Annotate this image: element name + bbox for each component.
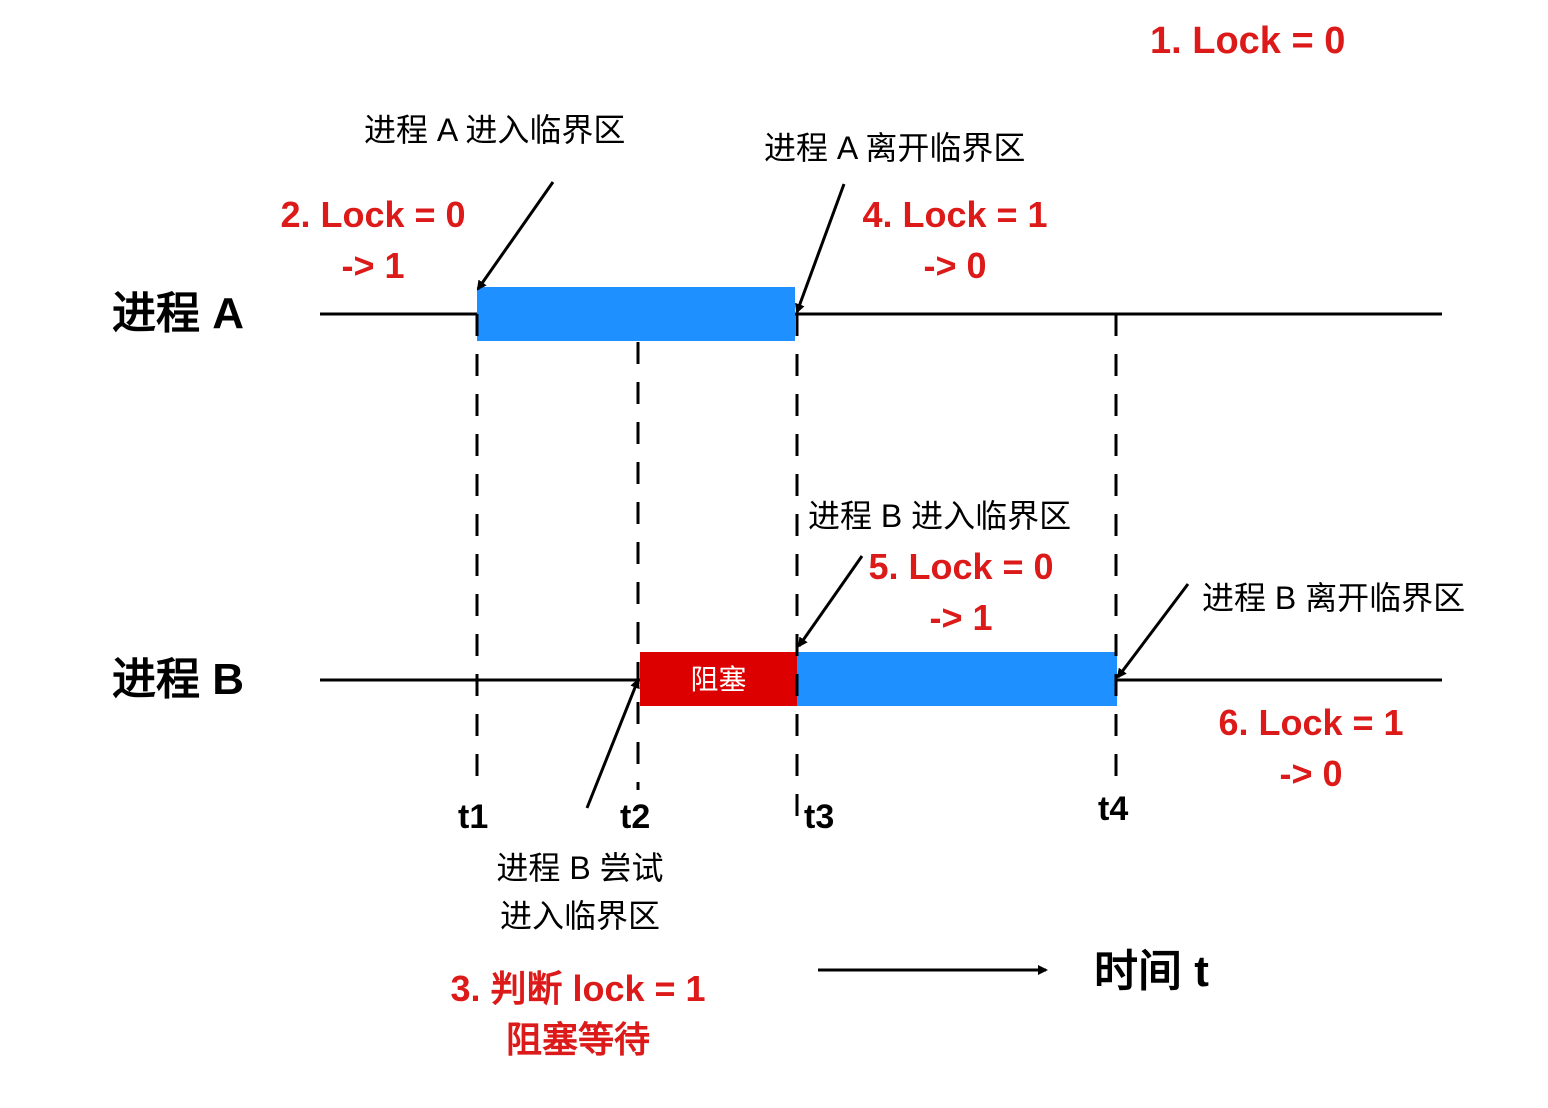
process-b-critical-section-bar	[797, 652, 1117, 706]
lock-step-3-line-2: 阻塞等待	[505, 1019, 650, 1060]
blocked-bar-label: 阻塞	[690, 664, 747, 695]
tick-t4: t4	[1098, 790, 1129, 828]
lock-step-3-line-1: 3. 判断 lock = 1	[450, 968, 706, 1009]
lock-step-4-line-2: -> 0	[923, 245, 987, 286]
lock-step-1: 1. Lock = 0	[1150, 20, 1346, 62]
lock-step-5-line-2: -> 1	[929, 597, 993, 638]
process-a-label: 进程 A	[112, 289, 244, 338]
lock-step-6: 6. Lock = 1 -> 0	[1200, 700, 1422, 796]
tick-t3: t3	[804, 798, 835, 836]
lock-step-4-line-1: 4. Lock = 1	[862, 194, 1048, 235]
process-a-enter-annotation: 进程 A 进入临界区	[364, 112, 626, 148]
b-enter-arrow	[797, 555, 864, 648]
process-b-label: 进程 B	[112, 655, 244, 704]
tick-t2: t2	[620, 798, 651, 836]
process-b-enter-annotation: 进程 B 进入临界区	[808, 498, 1072, 534]
lock-step-5-line-1: 5. Lock = 0	[868, 546, 1054, 587]
b-leave-arrow	[1116, 583, 1190, 679]
lock-step-3: 3. 判断 lock = 1 阻塞等待	[418, 966, 738, 1062]
a-enter-arrow	[476, 181, 555, 291]
process-b-try-line-2: 进入临界区	[499, 898, 660, 934]
process-a-critical-section-bar	[477, 287, 795, 341]
lock-step-6-line-1: 6. Lock = 1	[1218, 702, 1404, 743]
lock-step-2-line-1: 2. Lock = 0	[280, 194, 466, 235]
process-b-try-line-1: 进程 B 尝试	[496, 850, 664, 886]
b-try-arrow	[585, 678, 640, 809]
time-axis-label: 时间 t	[1094, 947, 1209, 996]
tick-t1: t1	[458, 798, 489, 836]
lock-step-6-line-2: -> 0	[1279, 753, 1343, 794]
process-b-blocked-bar	[640, 652, 797, 706]
process-a-leave-annotation: 进程 A 离开临界区	[764, 130, 1026, 166]
process-b-leave-annotation: 进程 B 离开临界区	[1202, 580, 1466, 616]
lock-step-5: 5. Lock = 0 -> 1	[850, 544, 1072, 640]
process-b-try-annotation: 进程 B 尝试 进入临界区	[460, 848, 700, 936]
a-leave-arrow	[795, 183, 846, 314]
lock-step-2: 2. Lock = 0 -> 1	[262, 192, 484, 288]
lock-step-4: 4. Lock = 1 -> 0	[844, 192, 1066, 288]
lock-step-2-line-2: -> 1	[341, 245, 405, 286]
